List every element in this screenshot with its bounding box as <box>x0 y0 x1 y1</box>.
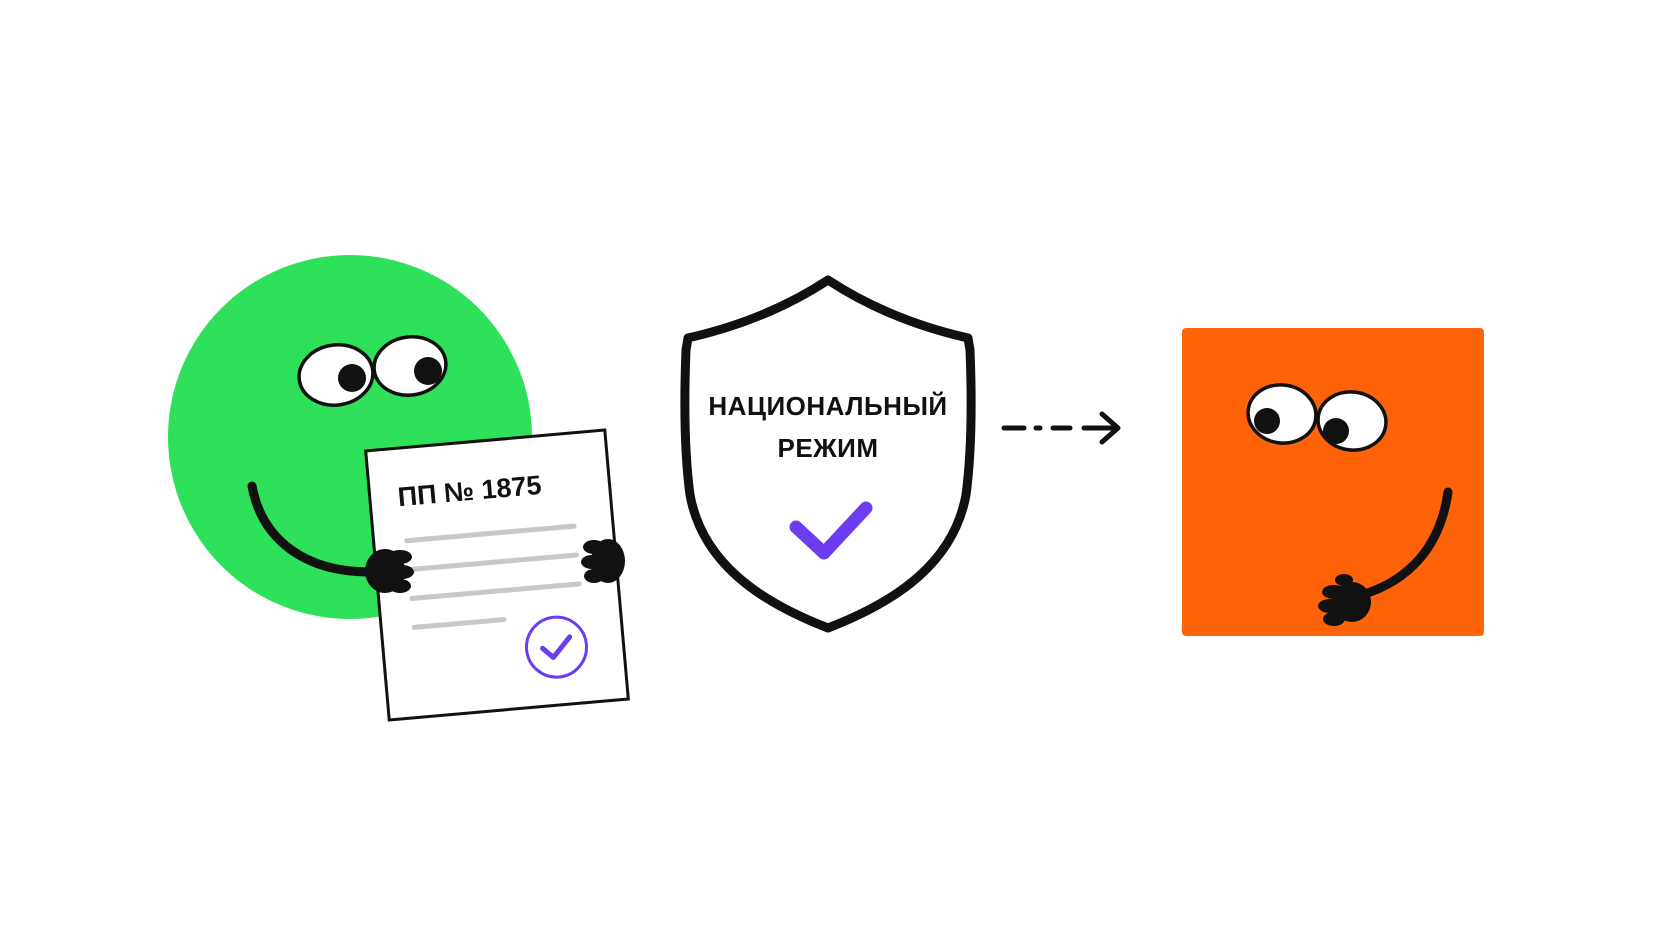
green-left-pupil <box>338 364 366 392</box>
arrow-head <box>1099 411 1121 445</box>
shield-icon: НАЦИОНАЛЬНЫЙ РЕЖИМ <box>680 275 976 633</box>
document-check-stamp <box>525 615 589 679</box>
green-character-hands <box>365 539 625 593</box>
document-line-4 <box>411 617 507 630</box>
shield-check-icon <box>789 501 873 560</box>
document-line-1 <box>404 523 577 544</box>
orange-right-pupil <box>1323 418 1349 444</box>
orange-hand <box>1318 574 1371 626</box>
orange-smile <box>1353 487 1453 601</box>
green-left-hand <box>365 549 414 593</box>
green-smile <box>247 481 375 577</box>
shield-text-line-1: НАЦИОНАЛЬНЫЙ <box>708 391 947 421</box>
shield-outline <box>680 275 976 633</box>
green-right-hand <box>581 539 625 583</box>
document-line-2 <box>406 552 580 573</box>
document-check-mark <box>540 634 573 660</box>
dashed-arrow-icon <box>1001 411 1121 445</box>
document-line-3 <box>409 581 582 602</box>
orange-left-pupil <box>1254 408 1280 434</box>
orange-character-eyes <box>1246 383 1388 452</box>
shield-text-line-2: РЕЖИМ <box>777 433 878 463</box>
document-check-circle <box>525 615 589 679</box>
orange-square-character <box>1182 328 1484 636</box>
green-character-eyes <box>297 335 448 407</box>
green-right-pupil <box>414 357 442 385</box>
